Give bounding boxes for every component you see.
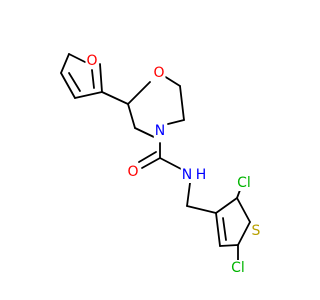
atom-n-amide: N: [182, 167, 192, 183]
atom-h-amide: H: [196, 167, 207, 183]
atom-o-carbonyl: O: [127, 164, 138, 180]
atom-o-furan: O: [86, 53, 97, 69]
bond: [219, 244, 239, 247]
atom-o-morpholine: O: [153, 65, 164, 81]
bond: [99, 63, 103, 93]
bond: [179, 85, 185, 121]
atom-layer: O O N O N H Cl S Cl: [85, 53, 262, 276]
bond: [167, 119, 185, 125]
bond: [186, 205, 217, 214]
bond: [138, 151, 157, 163]
bond: [159, 157, 184, 171]
molecule-diagram: O O N O N H Cl S Cl: [60, 53, 262, 276]
bond: [186, 182, 191, 207]
bond: [163, 75, 181, 87]
bond: [101, 91, 129, 105]
atom-label-background: [126, 164, 140, 180]
atom-label-background: [230, 260, 246, 276]
bond: [141, 157, 161, 169]
bond: [215, 197, 238, 214]
atom-label-background: [250, 223, 262, 239]
atom-cl-top: Cl: [237, 175, 251, 191]
atom-n-morpholine: N: [155, 123, 165, 139]
bond: [74, 91, 103, 99]
atom-label-background: [236, 175, 252, 191]
atom-label-background: [85, 53, 99, 69]
bond: [134, 127, 157, 139]
bond: [237, 221, 251, 246]
atom-label-background: [180, 167, 194, 183]
bond-layer: [60, 53, 251, 261]
bond: [60, 72, 76, 99]
bond: [215, 212, 221, 247]
bond: [60, 53, 70, 74]
bond: [68, 53, 86, 63]
atom-cl-bottom: Cl: [231, 260, 245, 276]
bond: [127, 81, 151, 105]
bond: [91, 69, 95, 89]
bond: [127, 103, 136, 129]
bond: [236, 197, 251, 223]
atom-label-background: [152, 65, 166, 81]
atom-label-background: [194, 167, 208, 183]
atom-label-background: [153, 123, 167, 139]
atom-s-thiophene: S: [252, 223, 261, 239]
bond: [236, 189, 241, 199]
bond: [68, 72, 81, 92]
bond: [222, 217, 227, 241]
